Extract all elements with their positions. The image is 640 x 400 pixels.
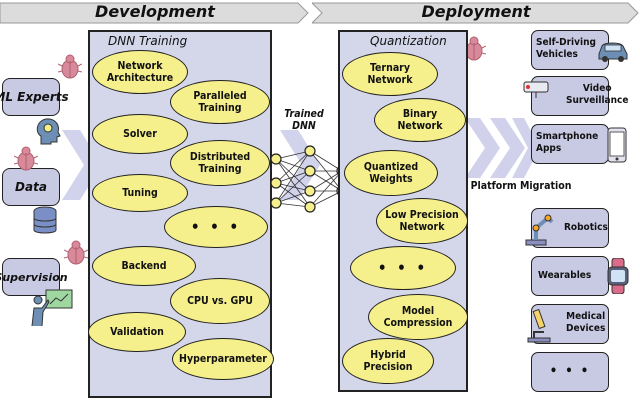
training-item-cpu-vs-gpu: CPU vs. GPU xyxy=(170,278,270,324)
training-item-ellipsis: • • • xyxy=(164,206,268,248)
development-label: Development xyxy=(95,2,215,21)
dnn-training-title: DNN Training xyxy=(108,34,188,48)
bug-icon xyxy=(462,36,486,61)
head-gear-icon xyxy=(36,118,61,145)
database-icon xyxy=(33,206,57,234)
training-item-hyperparameter: Hyperparameter xyxy=(172,338,274,380)
smartwatch-icon xyxy=(607,258,629,294)
training-item-tuning: Tuning xyxy=(92,174,188,212)
camera-icon xyxy=(523,81,549,98)
bug-icon xyxy=(58,54,82,79)
platform-wearables: Wearables xyxy=(531,256,609,296)
deployment-label: Deployment xyxy=(421,2,531,21)
data-box: Data xyxy=(2,168,60,206)
bug-icon xyxy=(64,240,88,265)
car-icon xyxy=(598,42,628,62)
presenter-icon xyxy=(31,289,73,327)
bug-icon xyxy=(14,146,38,171)
smartphone-icon xyxy=(607,127,627,163)
robot-arm-icon xyxy=(525,214,554,246)
platform-migration-label: Platform Migration xyxy=(470,180,572,192)
quantization-item-ellipsis: • • • xyxy=(350,246,456,290)
platform-more: • • • xyxy=(531,352,609,392)
microscope-icon xyxy=(527,308,551,343)
training-item-backend: Backend xyxy=(92,246,196,286)
deployment-banner: Deployment xyxy=(312,1,640,25)
training-item-solver: Solver xyxy=(92,114,188,154)
training-item-validation: Validation xyxy=(88,312,186,352)
development-banner: Development xyxy=(0,1,310,25)
ml-experts-box: ML Experts xyxy=(0,78,69,116)
quantization-title: Quantization xyxy=(370,34,447,48)
